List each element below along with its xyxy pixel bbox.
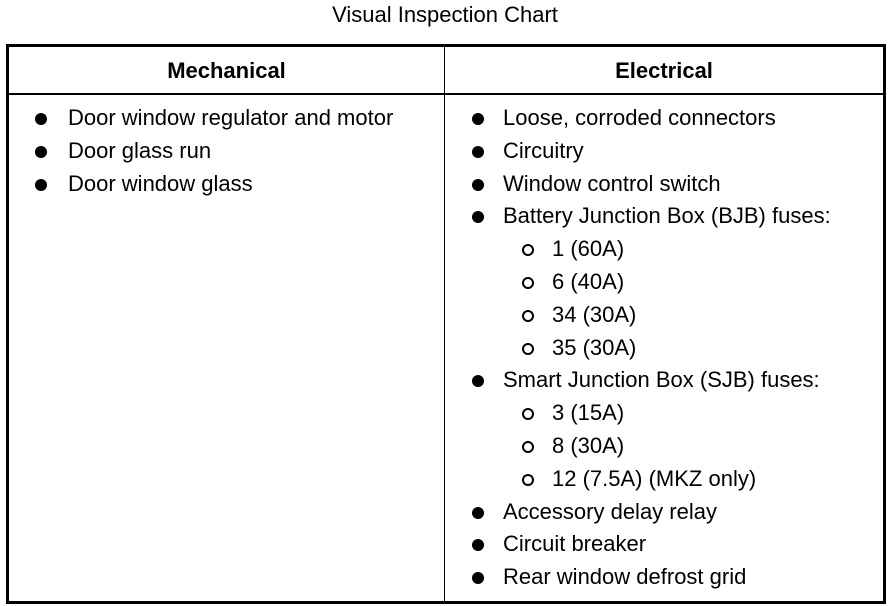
list-item-text: 35 (30A) [552,334,637,360]
list-item-text: Door window glass [68,170,253,196]
list-item: Circuitry [445,135,883,168]
list-item-text: Smart Junction Box (SJB) fuses: [503,367,820,393]
sub-list-item: 35 (30A) [445,332,883,365]
list-item: Loose, corroded connectors [445,102,883,135]
list-item-text: Door glass run [68,137,212,163]
header-divider [9,93,883,95]
mechanical-column: Mechanical Door window regulator and mot… [9,47,444,601]
column-divider [444,47,445,601]
electrical-column-header: Electrical [615,58,713,83]
filled-circle-bullet-icon [472,539,484,552]
filled-circle-bullet-icon [35,145,47,158]
list-item: Circuit breaker [445,528,883,561]
list-item-text: Accessory delay relay [503,498,717,524]
hollow-circle-bullet-icon [522,408,534,421]
hollow-circle-bullet-icon [522,440,534,453]
hollow-circle-bullet-icon [522,342,534,355]
sub-list-item: 12 (7.5A) (MKZ only) [445,463,883,496]
list-item: Door window glass [9,168,444,201]
list-item-text: Loose, corroded connectors [503,105,776,130]
list-item-text: Rear window defrost grid [503,564,747,590]
list-item-text: 1 (60A) [552,236,625,262]
list-item-text: Circuitry [503,137,584,163]
filled-circle-bullet-icon [35,113,47,125]
list-item: Smart Junction Box (SJB) fuses: [445,364,883,397]
filled-circle-bullet-icon [472,145,484,158]
filled-circle-bullet-icon [472,375,484,388]
filled-circle-bullet-icon [35,178,47,191]
visual-inspection-table: Mechanical Door window regulator and mot… [6,44,886,604]
sub-list-item: 3 (15A) [445,397,883,430]
list-item: Battery Junction Box (BJB) fuses: [445,200,883,233]
filled-circle-bullet-icon [472,113,484,125]
list-item-text: Window control switch [503,170,721,196]
list-item: Window control switch [445,168,883,201]
filled-circle-bullet-icon [472,178,484,191]
filled-circle-bullet-icon [472,506,484,519]
list-item: Accessory delay relay [445,496,883,529]
list-item-text: Circuit breaker [503,531,647,557]
sub-list-item: 34 (30A) [445,299,883,332]
list-item: Door window regulator and motor [9,102,444,135]
hollow-circle-bullet-icon [522,309,534,322]
hollow-circle-bullet-icon [522,276,534,289]
list-item-text: 6 (40A) [552,268,625,294]
list-item-text: 12 (7.5A) (MKZ only) [552,465,757,491]
mechanical-column-header: Mechanical [167,58,286,83]
list-item-text: Door window regulator and motor [68,105,394,130]
hollow-circle-bullet-icon [522,244,534,257]
list-item-text: 34 (30A) [552,301,637,327]
hollow-circle-bullet-icon [522,473,534,486]
list-item-text: 3 (15A) [552,400,625,426]
sub-list-item: 8 (30A) [445,430,883,463]
filled-circle-bullet-icon [472,211,484,224]
list-item-text: Battery Junction Box (BJB) fuses: [503,203,831,229]
list-item-text: 8 (30A) [552,432,625,458]
list-item: Door glass run [9,135,444,168]
list-item: Rear window defrost grid [445,561,883,594]
sub-list-item: 1 (60A) [445,233,883,266]
filled-circle-bullet-icon [472,572,484,585]
page-title: Visual Inspection Chart [332,2,558,27]
sub-list-item: 6 (40A) [445,266,883,299]
